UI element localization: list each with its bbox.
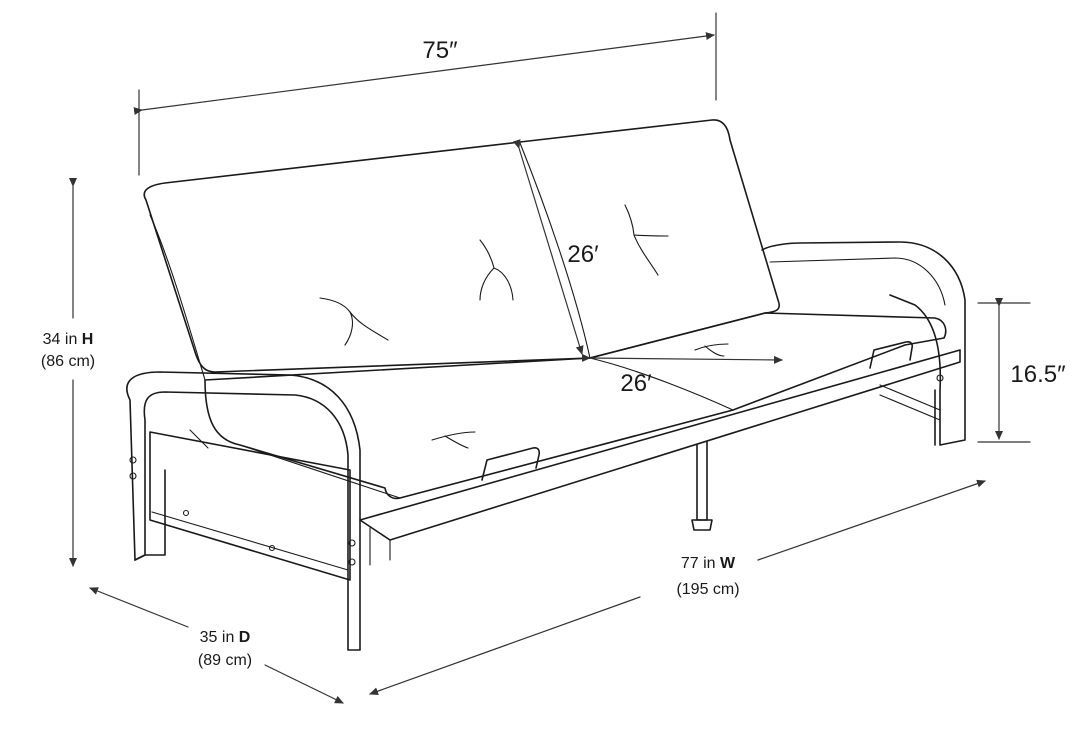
overall-height-prefix: 34 in bbox=[43, 331, 78, 348]
overall-width-metric: (195 cm) bbox=[676, 581, 739, 598]
back-height-dimension-line bbox=[512, 139, 584, 355]
seat-depth-dimension-line bbox=[581, 353, 783, 364]
top-width-label: 75″ bbox=[422, 37, 458, 64]
dimension-lines bbox=[69, 12, 1031, 704]
overall-width-dimension-line-upper bbox=[757, 479, 986, 561]
overall-width-unit-letter: W bbox=[720, 555, 736, 572]
overall-depth-dimension-line-upper bbox=[89, 587, 189, 628]
futon-sofa-drawing bbox=[126, 119, 966, 651]
overall-width-prefix: 77 in bbox=[681, 555, 716, 572]
overall-height-unit-letter: H bbox=[82, 331, 94, 348]
overall-depth-unit-letter: D bbox=[239, 629, 251, 646]
back-height-label: 26′ bbox=[567, 241, 599, 268]
overall-depth-dimension-line-lower bbox=[264, 664, 344, 704]
overall-height-label: 34 in H bbox=[43, 331, 94, 348]
seat-height-label: 16.5″ bbox=[1010, 361, 1066, 388]
seat-depth-label: 26′ bbox=[620, 370, 652, 397]
overall-depth-label: 35 in D bbox=[200, 629, 251, 646]
overall-height-metric: (86 cm) bbox=[41, 353, 95, 370]
top-width-dimension-line bbox=[133, 32, 715, 116]
overall-depth-metric: (89 cm) bbox=[198, 652, 252, 669]
overall-depth-prefix: 35 in bbox=[200, 629, 235, 646]
overall-width-dimension-line-lower bbox=[369, 596, 641, 696]
dimension-labels: 75″ 26′ 26′ 16.5″ 34 in H (86 cm) 35 in … bbox=[41, 37, 1066, 669]
overall-width-label: 77 in W bbox=[681, 555, 736, 572]
